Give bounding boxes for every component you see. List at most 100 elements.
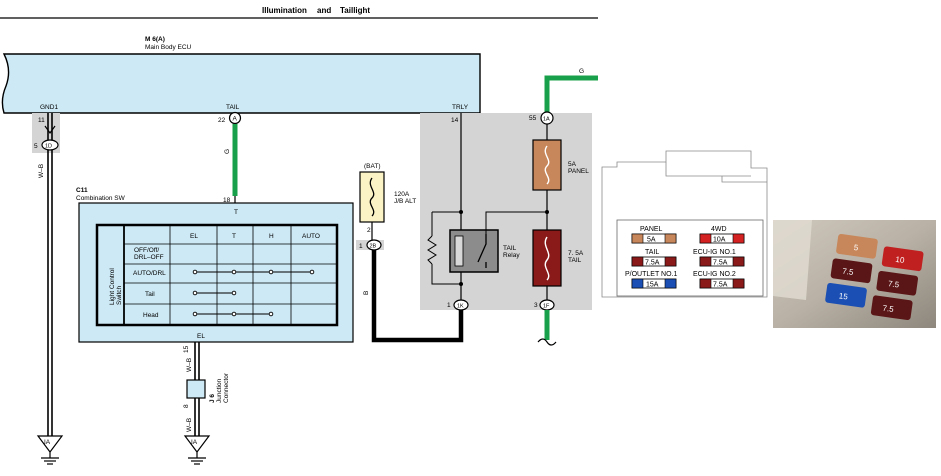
relay-sub: Relay: [503, 252, 520, 259]
ecu-code: M 6(A): [145, 36, 165, 43]
junction-label: J 6JunctionConnector: [209, 372, 230, 403]
panel-fuse-rating: 5A: [568, 161, 577, 168]
photo-fuse-75a: [830, 258, 873, 284]
relay-connector-1k: [453, 299, 469, 311]
fuse-label-value: 7.5A: [713, 282, 728, 289]
right-ground-label: IA: [191, 439, 198, 446]
fuse-color-swatch-right: [664, 278, 677, 289]
fuse-label-name: 4WD: [711, 226, 727, 233]
photo-fuse-10-label: 10: [895, 255, 906, 265]
photo-fuse-15-label: 15: [838, 291, 849, 301]
junction-wire-bottom: W–B: [186, 418, 193, 432]
fuse-color-swatch: [631, 278, 644, 289]
tail-pin-22: 22: [218, 117, 226, 124]
alt-bat-label: (BAT): [364, 163, 381, 170]
fuse-label-name: TAIL: [645, 249, 659, 256]
tail-pin-3: 3: [534, 302, 538, 309]
tail-fuse-icon: [544, 236, 550, 281]
alt-connector-id: 2B: [370, 244, 377, 250]
panel-fuse-name: PANEL: [568, 168, 589, 175]
left-ground-label: IA: [44, 439, 51, 446]
switch-side-label: Light ControlSwitch: [109, 268, 123, 305]
black-wire-b: [371, 250, 464, 343]
fuse-label-value: 10A: [713, 237, 726, 244]
right-ground-triangle: [183, 435, 211, 453]
wire-break-icon: [537, 338, 557, 346]
left-wire-label: W–B: [38, 164, 45, 178]
fuse-label-value: 15A: [646, 282, 659, 289]
right-wire-color: G: [579, 68, 584, 75]
fuse-label-value: 7.5A: [645, 260, 660, 267]
relay-coil-icon: [454, 235, 464, 267]
relay-to-fuse-lead: [485, 211, 545, 234]
switch-contacts: [192, 269, 315, 317]
switch-col-t: T: [232, 233, 236, 240]
relay-diode-lead: [431, 211, 461, 236]
switch-name: Combination SW: [76, 195, 126, 202]
title-taillight: Taillight: [340, 6, 370, 15]
relay-contact-icon: [477, 234, 487, 268]
photo-fuse-15: [825, 282, 867, 308]
fuse-label-4wd-fuse: 4WD 10A: [699, 226, 745, 244]
title-illumination: Illumination: [262, 6, 307, 15]
photo-fuse-5: [836, 234, 878, 259]
tail-wire-color: G: [224, 149, 231, 154]
photo-fuse-75c: [870, 295, 913, 321]
photo-fuse-75b: [876, 270, 919, 296]
alt-fuse: [359, 171, 385, 223]
fuse-label-name: PANEL: [640, 226, 663, 233]
fuse-label-tail-fuse: TAIL 7.5A: [631, 249, 677, 267]
trly-junction-bottom: [459, 282, 463, 286]
switch-terminal-el: EL: [197, 333, 205, 340]
switch-row-autodrl: AUTO/DRL: [133, 270, 166, 277]
ecu-name: Main Body ECU: [145, 44, 192, 51]
right-green-wire: [544, 75, 598, 112]
left-pin-11: 11: [38, 117, 45, 124]
left-arrow-icon: [44, 125, 56, 135]
ecu-pin-tail: TAIL: [226, 104, 240, 111]
relay-connector-1k-id: 1K: [457, 304, 464, 310]
switch-row-off: OFF/Off/DRL–OFF: [134, 247, 164, 261]
fuse-color-swatch-right: [732, 233, 745, 244]
trly-pin-55: 55: [529, 115, 537, 122]
tail-connector: [228, 111, 242, 125]
alt-pin-1: 1: [359, 243, 363, 250]
fuse-color-swatch-right: [732, 278, 745, 289]
alt-fuse-name: J/B ALT: [394, 198, 416, 205]
fuse-color-swatch: [631, 233, 644, 244]
photo-fuse-75a-label: 7.5: [842, 267, 855, 278]
fuse-label-name: ECU-IG NO.2: [693, 271, 736, 278]
fuse-label-name: P/OUTLET NO.1: [625, 271, 677, 278]
photo-fuse-5-label: 5: [853, 243, 859, 253]
junction-pin-15: 15: [183, 345, 190, 353]
switch-code: C11: [76, 187, 88, 194]
photo-fuse-75b-label: 7.5: [887, 279, 900, 290]
photo-fuse-10: [881, 246, 924, 272]
fuse-junction: [545, 210, 549, 214]
alt-fuse-icon: [369, 177, 375, 217]
fuse-color-swatch-right: [732, 256, 745, 267]
fuse-photo-highlight: [773, 220, 812, 300]
tail-fuse-name: TAIL: [568, 257, 582, 264]
switch-row-head: Head: [143, 312, 159, 319]
tail-fuse: [532, 229, 562, 287]
fuse-label-name: ECU-IG NO.1: [693, 249, 736, 256]
tail-connector-letter: A: [233, 116, 238, 123]
ecu-pin-gnd1: GND1: [40, 104, 58, 111]
ecu-pin-trly: TRLY: [452, 104, 469, 111]
switch-terminal-t: T: [234, 209, 238, 216]
junction-pin-8: 8: [183, 404, 190, 408]
fuse-color-swatch: [631, 256, 644, 267]
trly-pin-14: 14: [451, 117, 459, 124]
left-connector-id: 1D: [45, 144, 52, 150]
fuse-box-inner-lines: [665, 162, 767, 183]
fuse-label-value: 5A: [647, 237, 656, 244]
left-pin-5: 5: [34, 143, 38, 150]
fuse-color-swatch-right: [664, 256, 677, 267]
left-connector: [41, 139, 59, 151]
fuse-label-value: 7.5A: [713, 260, 728, 267]
fuse-color-swatch: [699, 278, 712, 289]
fuse-label-panel-fuse: PANEL 5A: [631, 226, 677, 244]
alt-fuse-rating: 120A: [394, 191, 410, 198]
